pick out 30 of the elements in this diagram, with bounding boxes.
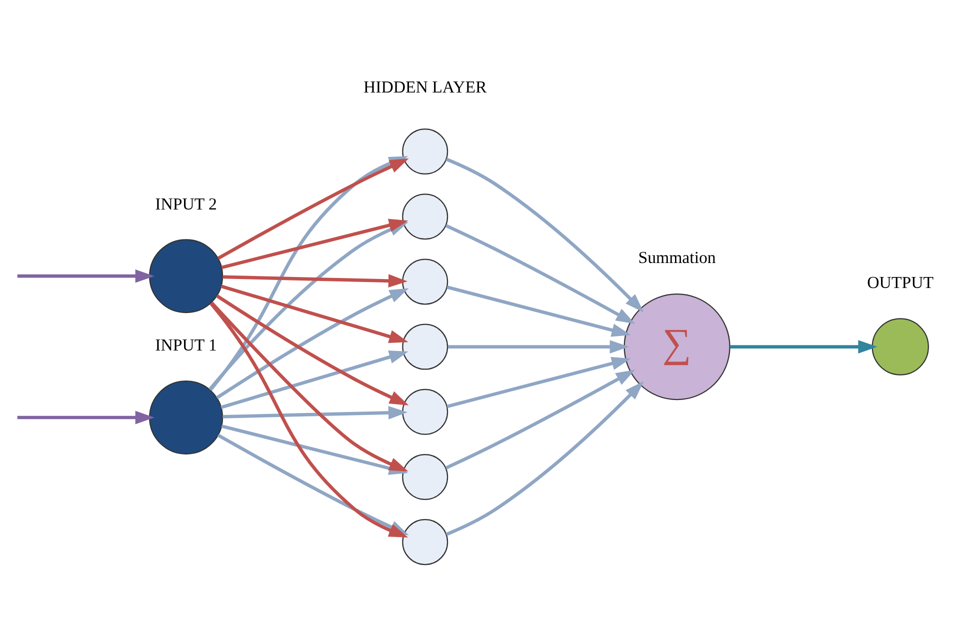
arrow — [222, 406, 408, 419]
arrow — [220, 350, 408, 408]
node-label: OUTPUT — [867, 272, 934, 292]
node-circle — [402, 518, 448, 565]
arrow — [210, 301, 408, 472]
node-circle — [402, 258, 448, 304]
node-label: INPUT 2 — [155, 194, 217, 213]
arrow — [446, 356, 631, 408]
arrow — [222, 274, 408, 288]
arrow — [446, 285, 631, 336]
node-label: Summation — [638, 248, 716, 267]
arrow — [17, 268, 154, 282]
node-circle — [402, 453, 448, 500]
arrow — [446, 157, 644, 312]
arrow — [448, 340, 629, 353]
node-circle — [149, 238, 224, 313]
arrow — [445, 224, 636, 324]
label: HIDDEN LAYER — [363, 77, 487, 96]
node-circle — [402, 193, 448, 240]
node-label: INPUT 1 — [155, 335, 217, 354]
node-circle — [149, 380, 224, 454]
node-circle — [402, 128, 448, 174]
arrow — [730, 340, 878, 353]
node-circle — [872, 318, 929, 375]
arrow — [17, 410, 154, 424]
arrow — [446, 380, 644, 536]
node-circle — [402, 388, 448, 434]
arrow — [445, 369, 636, 470]
node-circle — [402, 323, 448, 370]
arrow — [220, 284, 408, 343]
